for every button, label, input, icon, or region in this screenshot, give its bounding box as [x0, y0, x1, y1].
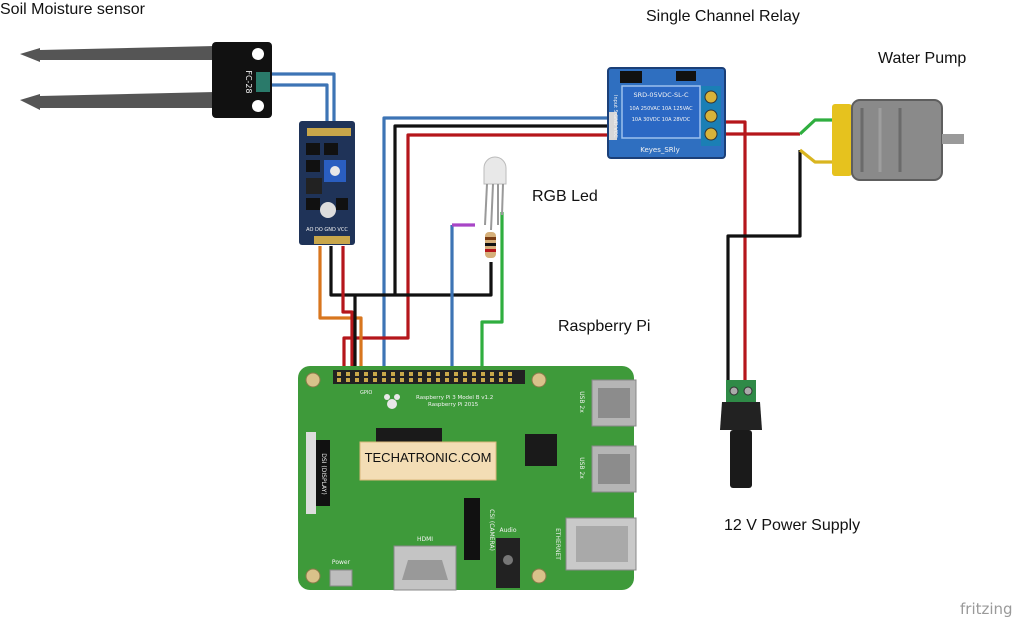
wire-orange-sensor [318, 246, 363, 375]
label-raspberry-pi: Raspberry Pi [558, 318, 650, 335]
wire-red-sensor [341, 246, 354, 375]
wire-green-led [480, 212, 504, 375]
audio-label: Audio [499, 527, 516, 534]
csi-label: CSI (CAMERA) [488, 509, 495, 551]
label-relay: Single Channel Relay [646, 8, 800, 25]
resistor [485, 232, 496, 258]
usb-label-2: USB 2x [578, 457, 585, 479]
sensor-pin-labels: AO DO GND VCC [306, 227, 348, 233]
ethernet-label: ETHERNET [554, 528, 561, 560]
relay-name: Keyes_SRly [640, 146, 680, 154]
relay-rating-2: 10A 30VDC 10A 28VDC [632, 117, 691, 123]
relay-module: SRD-05VDC-SL-C 10A 250VAC 10A 125VAC 10A… [607, 67, 726, 159]
dsi-label: DSI (DISPLAY) [320, 453, 327, 494]
wire-red-relay [342, 133, 610, 375]
wire-probe-blue-b [262, 83, 329, 128]
wire-black-relay [393, 124, 610, 295]
wire-green-pump [798, 118, 840, 136]
raspberry-logo-icon [384, 394, 400, 409]
relay-coil-label: SRD-05VDC-SL-C [633, 91, 689, 99]
power-label: Power [332, 559, 351, 566]
usb-label-1: USB 2x [578, 391, 585, 413]
wire-yellow-pump [799, 148, 840, 164]
pi-model-line1: Raspberry Pi 3 Model B v1.2 [416, 395, 493, 401]
pi-model-line2: Raspberry Pi 2015 [428, 402, 479, 408]
wire-blue-relay [382, 116, 610, 375]
fritzing-watermark: fritzing [960, 600, 1013, 618]
relay-pin-labels: Input S GND VCC [612, 95, 618, 138]
sensor-module: AO DO GND VCC [299, 121, 355, 245]
label-rgb-led: RGB Led [532, 188, 598, 205]
label-power-supply: 12 V Power Supply [724, 517, 860, 534]
hdmi-label: HDMI [417, 536, 433, 543]
watermark-text: TECHATRONIC.COM [365, 450, 492, 465]
water-pump [832, 99, 964, 181]
wire-probe-blue-a [262, 72, 336, 128]
power-jack [720, 380, 762, 488]
label-pump: Water Pump [878, 50, 966, 67]
raspberry-pi-board: GPIO Raspberry Pi 3 Model B v1.2 Raspber… [298, 366, 637, 591]
rgb-led [483, 156, 507, 231]
soil-moisture-probe: FC-28 [20, 42, 272, 118]
gpio-pins [337, 372, 512, 382]
wire-black-sensor [329, 246, 493, 297]
wires [262, 72, 840, 380]
wire-red-power [716, 120, 747, 380]
probe-model: FC-28 [244, 70, 253, 93]
gpio-label: GPIO [360, 390, 372, 396]
wire-black-pump [726, 150, 802, 380]
relay-rating-1: 10A 250VAC 10A 125VAC [629, 106, 693, 112]
label-soil-sensor: Soil Moisture sensor [0, 1, 146, 18]
